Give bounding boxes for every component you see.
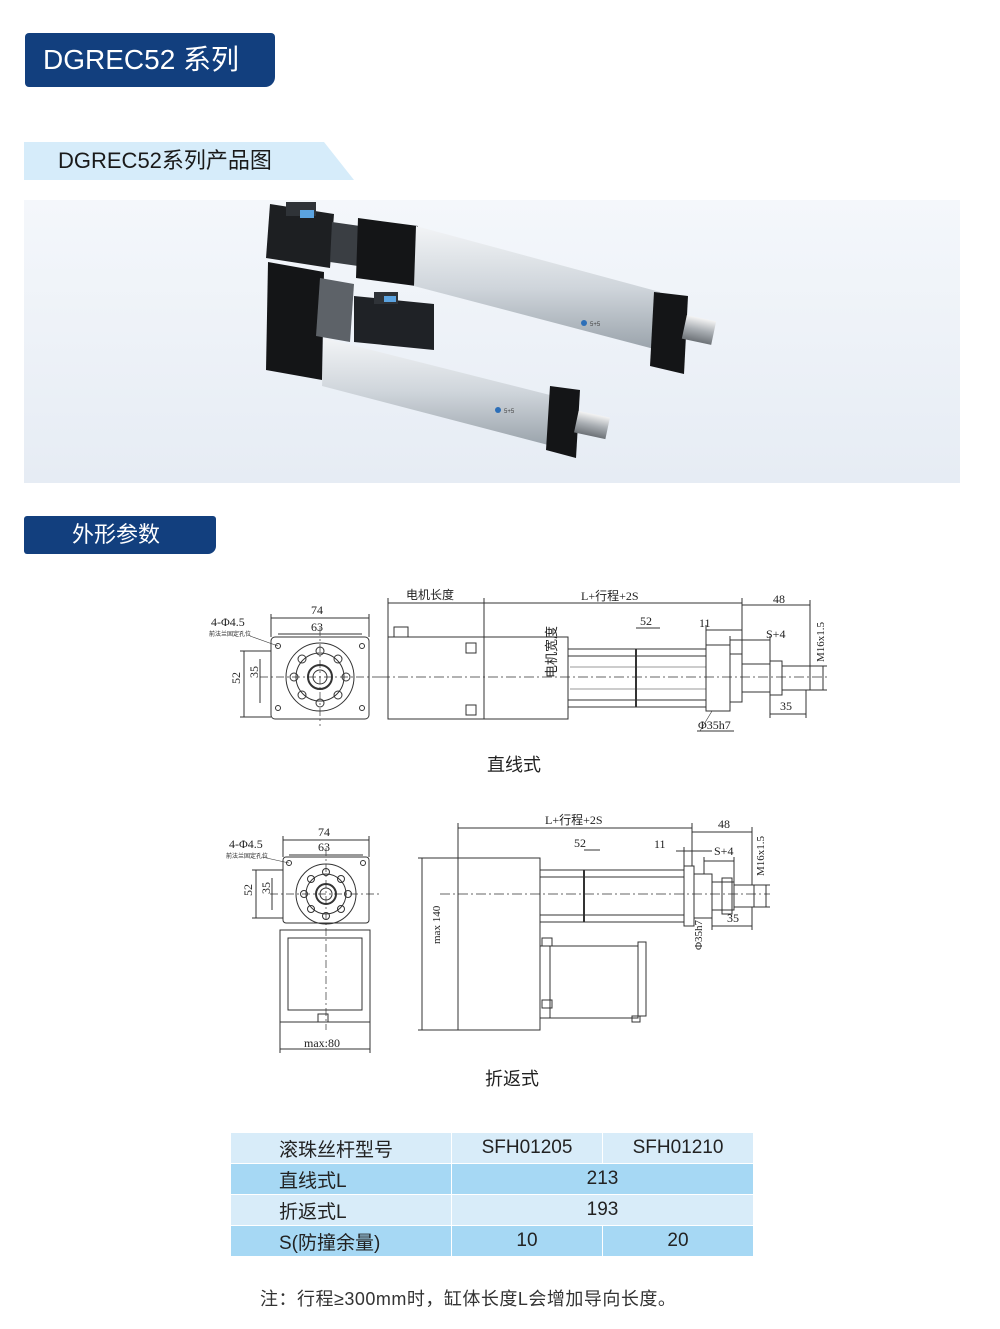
folded-max-height: max 140 bbox=[431, 905, 443, 944]
footnote: 注：行程≥300mm时，缸体长度L会增加导向长度。 bbox=[260, 1289, 677, 1309]
table-row: 折返式L 193 bbox=[230, 1194, 754, 1226]
lower-actuator: 5+5 bbox=[266, 262, 610, 458]
inline-hole-spec: 4-Φ4.5 bbox=[211, 615, 245, 629]
table-cell-label: 直线式L bbox=[230, 1163, 452, 1195]
folded-hole-note: 前法兰固定孔位 bbox=[226, 852, 268, 860]
folded-front-view bbox=[252, 836, 380, 1053]
dimension-section-title: 外形参数 bbox=[24, 516, 216, 554]
upper-brand-mark: 5+5 bbox=[590, 322, 601, 328]
folded-dim-35: 35 bbox=[259, 882, 273, 894]
inline-stroke-label: L+行程+2S bbox=[581, 588, 639, 603]
inline-front-view bbox=[240, 614, 380, 726]
table-row: S(防撞余量) 10 20 bbox=[230, 1225, 754, 1257]
folded-caption: 折返式 bbox=[485, 1069, 539, 1089]
table-cell-label: 折返式L bbox=[230, 1194, 452, 1226]
inline-dim-52-side: 52 bbox=[640, 614, 652, 628]
folded-dim-48: 48 bbox=[718, 817, 730, 831]
inline-side-view bbox=[380, 598, 830, 732]
product-section-title: DGREC52系列产品图 bbox=[58, 148, 272, 173]
inline-dim-74: 74 bbox=[311, 603, 323, 617]
inline-motor-width: 电机宽度 bbox=[544, 626, 559, 678]
product-photo: 5+5 5+5 bbox=[24, 200, 960, 483]
folded-thread: M16x1.5 bbox=[755, 835, 767, 876]
table-cell-label: 滚珠丝杆型号 bbox=[230, 1132, 452, 1164]
inline-hole-note: 前法兰固定孔位 bbox=[209, 630, 251, 638]
actuator-illustration: 5+5 5+5 bbox=[266, 202, 717, 458]
inline-dim-s4: S+4 bbox=[766, 627, 785, 641]
folded-dim-s4: S+4 bbox=[714, 844, 733, 858]
inline-dim-11: 11 bbox=[699, 616, 711, 630]
table-cell: SFH01210 bbox=[602, 1132, 754, 1164]
folded-dim-63: 63 bbox=[318, 840, 330, 854]
inline-dim-63: 63 bbox=[311, 620, 323, 634]
folded-dim-11: 11 bbox=[654, 837, 666, 851]
folded-side-view bbox=[418, 823, 770, 1031]
inline-dim-48: 48 bbox=[773, 592, 785, 606]
table-cell: 10 bbox=[451, 1225, 603, 1257]
folded-rod-diameter: Φ35h7 bbox=[693, 919, 705, 950]
inline-dim-52: 52 bbox=[229, 672, 243, 684]
inline-dim-35-rod: 35 bbox=[780, 699, 792, 713]
inline-motor-length: 电机长度 bbox=[406, 587, 454, 602]
upper-actuator: 5+5 bbox=[266, 202, 717, 374]
table-row: 滚珠丝杆型号 SFH01205 SFH01210 bbox=[230, 1132, 754, 1164]
dimension-drawings: 74 63 4-Φ4.5 前法兰固定孔位 52 35 电机长度 L+行程+2S bbox=[209, 587, 830, 1053]
inline-dim-35: 35 bbox=[247, 666, 261, 678]
folded-hole-spec: 4-Φ4.5 bbox=[229, 837, 263, 851]
folded-dim-74: 74 bbox=[318, 825, 330, 839]
table-cell: 213 bbox=[451, 1163, 754, 1195]
folded-dim-35-rod: 35 bbox=[727, 911, 739, 925]
folded-dim-52: 52 bbox=[241, 884, 255, 896]
product-section-header: DGREC52系列产品图 bbox=[24, 142, 354, 180]
inline-thread: M16x1.5 bbox=[815, 621, 827, 662]
table-cell: SFH01205 bbox=[451, 1132, 603, 1164]
inline-rod-diameter: Φ35h7 bbox=[698, 718, 731, 732]
section-bar-shape bbox=[24, 142, 354, 180]
table-cell-label: S(防撞余量) bbox=[230, 1225, 452, 1257]
table-cell: 20 bbox=[602, 1225, 754, 1257]
spec-table: 滚珠丝杆型号 SFH01205 SFH01210 直线式L 213 折返式L 1… bbox=[230, 1132, 754, 1257]
table-cell: 193 bbox=[451, 1194, 754, 1226]
folded-max-width: max:80 bbox=[304, 1036, 340, 1050]
page-title: DGREC52 系列 bbox=[25, 33, 275, 87]
table-row: 直线式L 213 bbox=[230, 1163, 754, 1195]
inline-caption: 直线式 bbox=[487, 755, 541, 775]
folded-dim-52-side: 52 bbox=[574, 836, 586, 850]
folded-stroke-label: L+行程+2S bbox=[545, 812, 603, 827]
lower-brand-mark: 5+5 bbox=[504, 409, 515, 415]
